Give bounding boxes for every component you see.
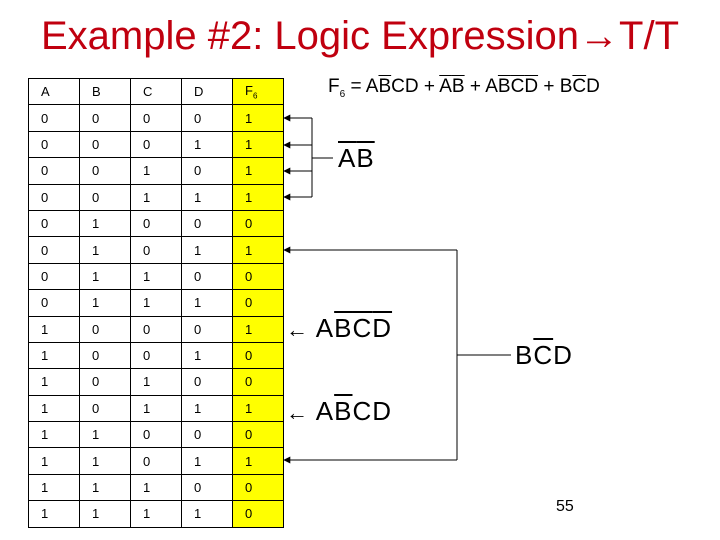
f6-value-cell: 1 <box>232 130 284 159</box>
table-cell: 1 <box>79 262 131 291</box>
expr-lhs-sub: 6 <box>339 88 346 100</box>
f6-value-cell: 1 <box>232 157 284 185</box>
expr-lhs: F <box>328 76 340 97</box>
header-f6: F6 <box>232 77 284 106</box>
table-cell: 0 <box>79 104 131 132</box>
table-cell: 1 <box>28 394 80 423</box>
f6-value-cell: 1 <box>232 236 284 264</box>
expr-term-4: BCD <box>559 76 600 97</box>
bcd-bracket <box>283 246 511 464</box>
ab-bracket <box>283 114 333 201</box>
f6-value-cell: 0 <box>232 262 284 291</box>
f6-value-cell: 1 <box>232 315 284 343</box>
table-cell: 0 <box>79 394 131 423</box>
expr-equals: = <box>345 76 366 97</box>
label-bcd: BCD <box>515 340 573 370</box>
slide-title: Example #2: Logic Expression→T/T <box>40 14 680 58</box>
expr-term-3: ABCD <box>485 76 539 97</box>
label-abcd-1: ← ABCD <box>286 313 393 343</box>
table-cell: 1 <box>79 447 131 475</box>
f6-value-cell: 0 <box>232 289 284 317</box>
table-cell: 0 <box>181 157 233 185</box>
expr-term-1: ABCD <box>365 76 419 97</box>
table-cell: 1 <box>79 236 131 264</box>
f6-value-cell: 0 <box>232 473 284 502</box>
f6-value-cell: 0 <box>232 500 284 528</box>
table-cell: 1 <box>130 289 182 317</box>
f6-value-cell: 0 <box>232 368 284 396</box>
f6-value-cell: 0 <box>232 341 284 370</box>
table-cell: 1 <box>79 289 131 317</box>
table-cell: 1 <box>79 500 131 528</box>
table-cell: 0 <box>181 104 233 132</box>
table-cell: 0 <box>130 104 182 132</box>
label-abcd-2: ← ABCD <box>286 396 393 426</box>
header-a: A <box>28 77 80 106</box>
table-cell: 0 <box>181 473 233 502</box>
table-cell: 1 <box>130 157 182 185</box>
table-cell: 0 <box>181 315 233 343</box>
f6-value-cell: 0 <box>232 421 284 449</box>
f6-value-cell: 1 <box>232 183 284 211</box>
table-cell: 0 <box>28 209 80 238</box>
table-cell: 1 <box>130 500 182 528</box>
expr-term-2: AB <box>439 76 465 97</box>
table-cell: 1 <box>28 368 80 396</box>
table-cell: 0 <box>130 236 182 264</box>
table-cell: 0 <box>79 183 131 211</box>
label-ab: AB <box>338 143 375 173</box>
f6-value-cell: 0 <box>232 209 284 238</box>
logic-expression: F6 = ABCD + AB + ABCD + BCD <box>328 76 600 100</box>
f6-value-cell: 1 <box>232 394 284 423</box>
table-cell: 0 <box>28 130 80 159</box>
table-cell: 1 <box>130 368 182 396</box>
table-cell: 0 <box>28 262 80 291</box>
table-cell: 1 <box>181 130 233 159</box>
slide-number: 55 <box>556 498 574 515</box>
truth-table-header-row: A B C D F6 <box>28 77 284 106</box>
